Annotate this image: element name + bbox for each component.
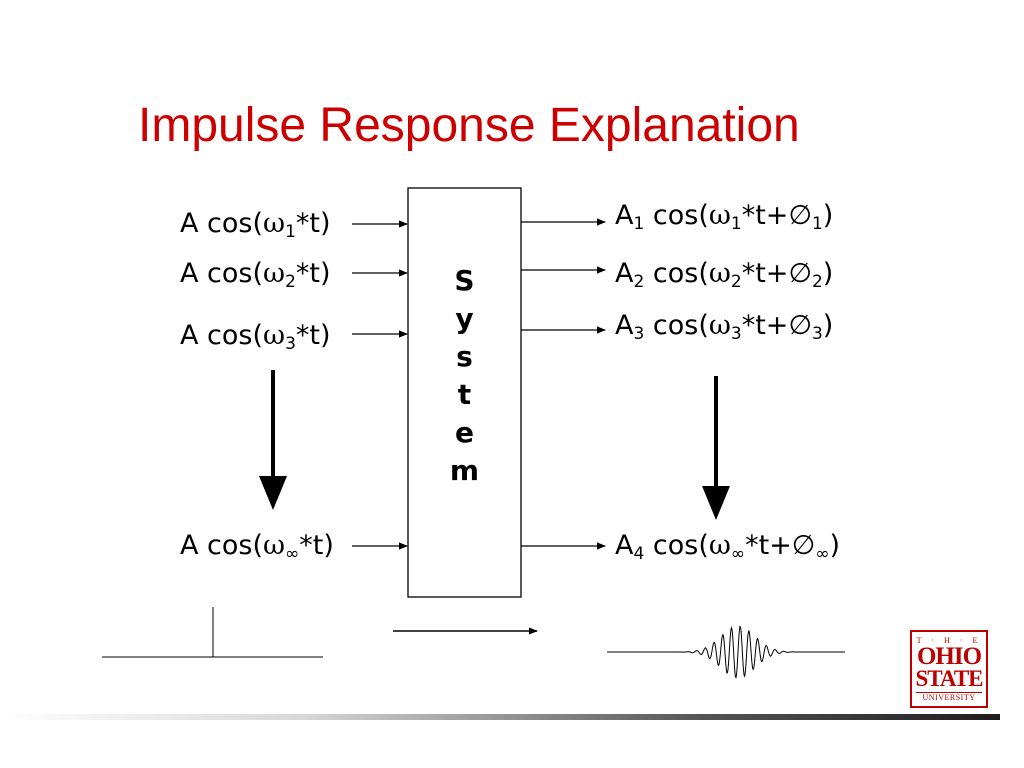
impulse-response-waveform bbox=[607, 625, 845, 679]
phi-symbol: ∅ bbox=[791, 530, 816, 561]
phi-symbol: ∅ bbox=[788, 258, 812, 289]
output-expression-2: A2 cos(ω2*t+∅2) bbox=[615, 258, 834, 292]
logo-the: T · H · E bbox=[916, 636, 982, 645]
output-expression-4: A4 cos(ω∞*t+∅∞) bbox=[615, 530, 841, 564]
system-letter: e bbox=[455, 416, 474, 449]
output-expression-1: A1 cos(ω1*t+∅1) bbox=[615, 200, 834, 234]
limit-arrow-right-head bbox=[702, 486, 730, 520]
logo-university: UNIVERSITY bbox=[916, 692, 982, 703]
logo-state: STATE bbox=[915, 666, 983, 691]
input-expression-4: A cos(ω∞*t) bbox=[180, 530, 334, 564]
input-expression-1: A cos(ω1*t) bbox=[180, 208, 331, 242]
omega-symbol: ω bbox=[263, 320, 286, 351]
input-expression-3: A cos(ω3*t) bbox=[180, 320, 331, 354]
phi-symbol: ∅ bbox=[788, 200, 812, 231]
system-letter: s bbox=[456, 340, 473, 373]
footer-bar bbox=[0, 714, 1000, 720]
system-label: S y s t e m bbox=[408, 262, 521, 490]
system-letter: y bbox=[455, 302, 474, 335]
logo-ohio: OHIO bbox=[916, 643, 982, 670]
system-letter: S bbox=[454, 264, 475, 297]
input-expression-2: A cos(ω2*t) bbox=[180, 258, 331, 292]
omega-symbol: ω bbox=[263, 530, 286, 561]
omega-symbol: ω bbox=[708, 530, 731, 561]
system-block bbox=[407, 187, 522, 598]
omega-symbol: ω bbox=[708, 200, 731, 231]
system-letter: t bbox=[457, 378, 472, 411]
phi-symbol: ∅ bbox=[788, 310, 812, 341]
omega-symbol: ω bbox=[263, 208, 286, 239]
system-letter: m bbox=[449, 454, 480, 487]
ohio-state-logo: T · H · E OHIO STATE UNIVERSITY bbox=[910, 630, 988, 708]
limit-arrow-left-head bbox=[259, 476, 287, 510]
slide-title: Impulse Response Explanation bbox=[138, 99, 800, 152]
omega-symbol: ω bbox=[263, 258, 286, 289]
output-expression-3: A3 cos(ω3*t+∅3) bbox=[615, 310, 834, 344]
omega-symbol: ω bbox=[708, 310, 731, 341]
omega-symbol: ω bbox=[708, 258, 731, 289]
